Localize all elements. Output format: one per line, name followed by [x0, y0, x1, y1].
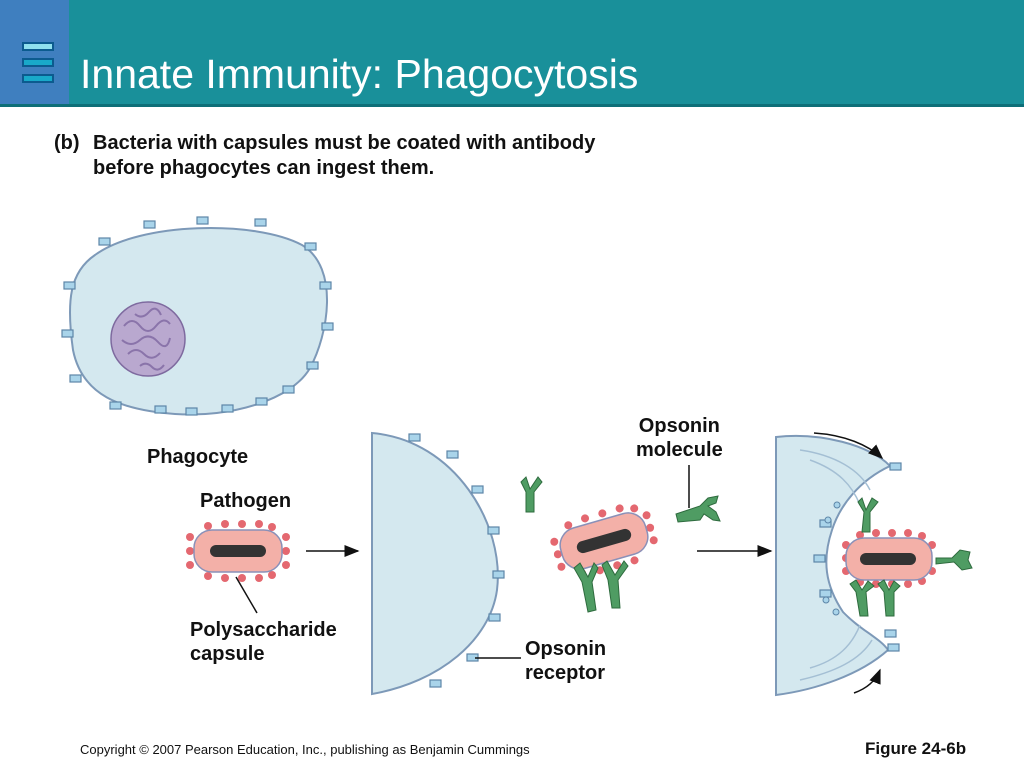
opsonin-bound: [601, 560, 629, 609]
opsonin-free: [520, 476, 543, 513]
engulf-arrow-top: [813, 432, 884, 460]
engulf-receptors: [813, 462, 902, 652]
logo: [0, 0, 69, 107]
caption-letter: (b): [54, 132, 80, 154]
pathogen-label: Pathogen: [200, 490, 292, 512]
phagocytosis-diagram: [61, 216, 973, 697]
header-divider: [0, 104, 1024, 107]
figure-number: Figure 24-6b: [865, 739, 967, 758]
pseudopod-lines: [799, 449, 873, 681]
engulf-arrow-bottom: [853, 668, 881, 694]
capsule-pointer: [235, 576, 258, 614]
stacked-bars-icon-bar: [22, 74, 54, 83]
phagocyte-surface: [371, 431, 505, 696]
slide-header: Innate Immunity: Phagocytosis: [0, 0, 1024, 107]
pathogen: [186, 520, 290, 582]
caption-text: Bacteria with capsules must be coated wi…: [93, 132, 596, 179]
opsonin-molecule: [675, 495, 721, 523]
opsonin-bound: [573, 562, 599, 613]
opsonin-receptors: [408, 433, 505, 688]
copyright-text: Copyright © 2007 Pearson Education, Inc.…: [80, 742, 530, 757]
opsonin-bottom: [849, 579, 875, 617]
opsonin-molecule-label: Opsonin molecule: [636, 415, 723, 461]
stacked-bars-icon: [22, 42, 54, 51]
capsule-label: Polysaccharide capsule: [190, 619, 337, 665]
opsonized-pathogen: [550, 504, 658, 613]
phagocyte-receptors: [61, 216, 334, 416]
chromatin: [121, 307, 171, 371]
opsonin-top: [857, 497, 879, 533]
phagocyte-surface-membrane: [371, 431, 499, 696]
opsonin-side: [935, 549, 973, 571]
opsonin-bottom: [877, 579, 901, 617]
bacterium-core: [210, 545, 266, 557]
phagocyte-cell: [61, 216, 334, 416]
stacked-bars-icon-bar: [22, 58, 54, 67]
engulfed-pathogen: [842, 497, 973, 617]
slide-title: Innate Immunity: Phagocytosis: [80, 51, 639, 97]
phagocyte-label: Phagocyte: [147, 446, 249, 468]
opsonin-receptor-label: Opsonin receptor: [525, 638, 607, 684]
